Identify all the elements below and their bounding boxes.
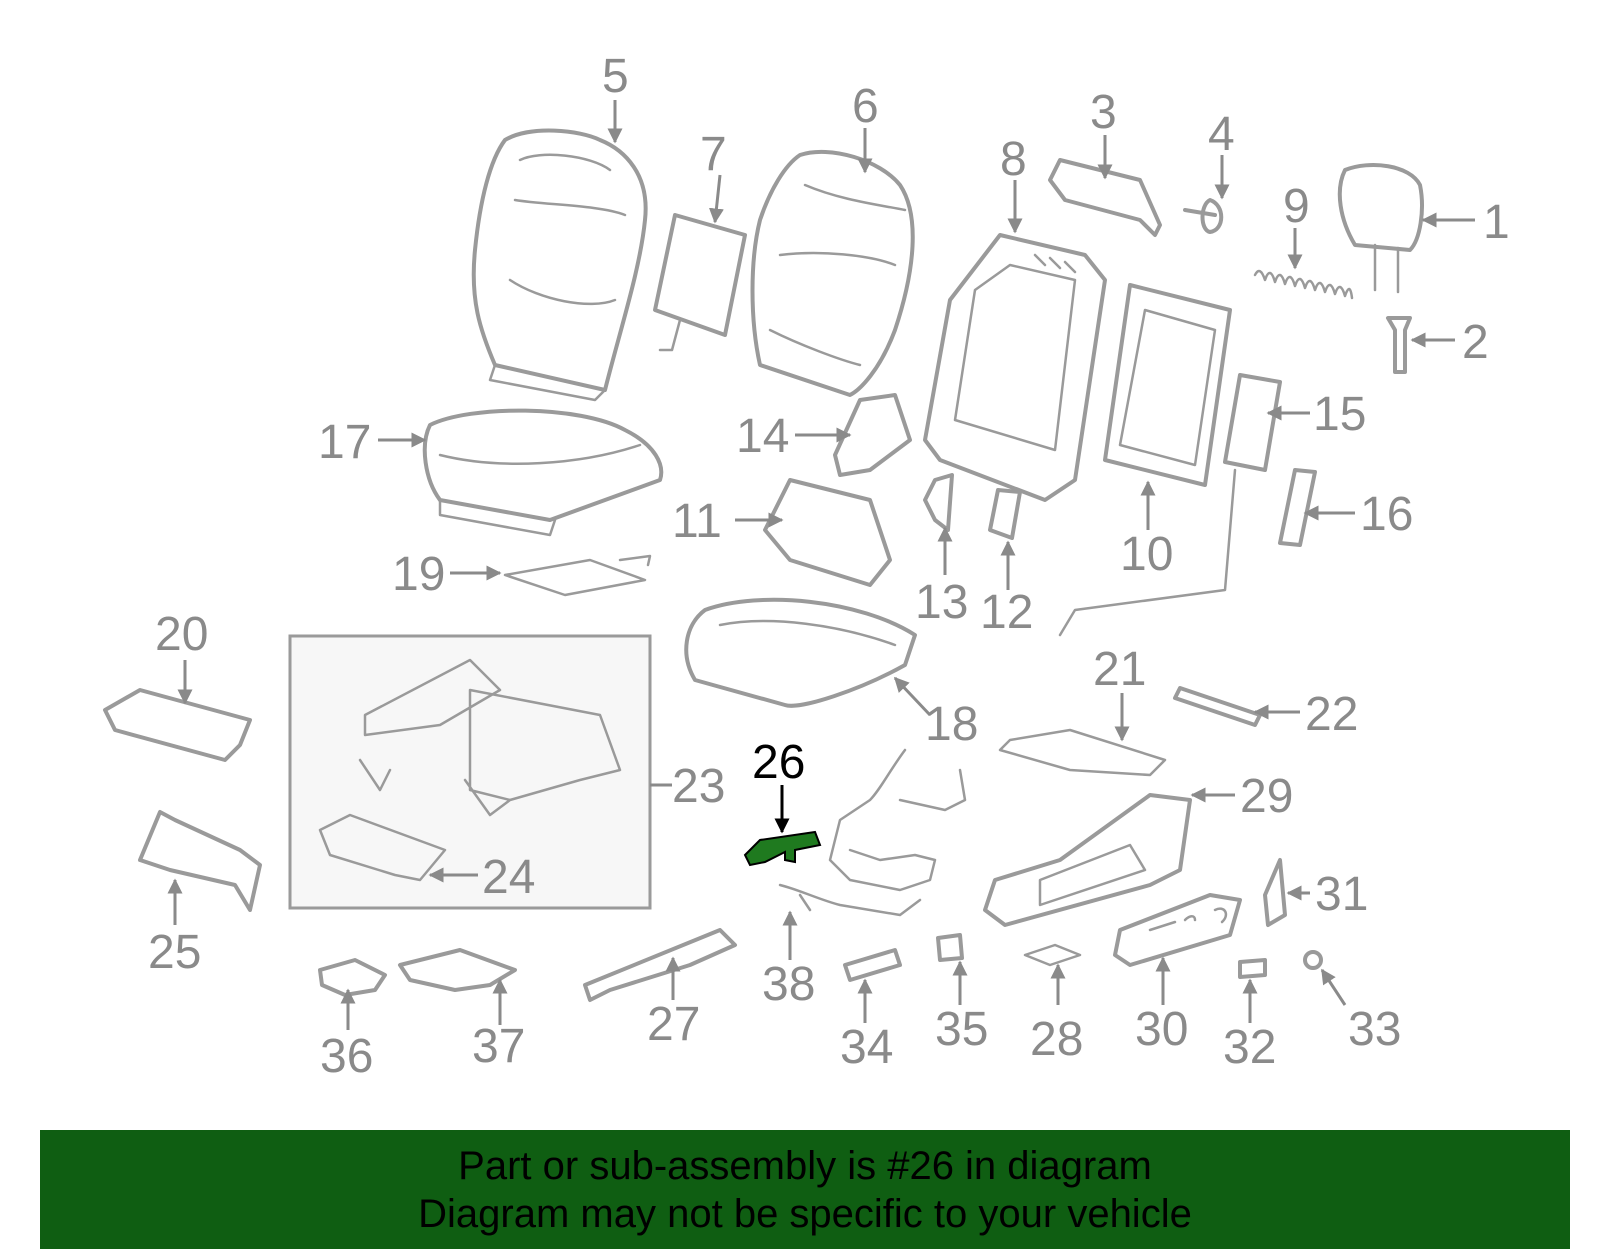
part-37-cover	[398, 948, 517, 992]
callout-25: 25	[148, 926, 201, 979]
part-1-headrest	[1337, 163, 1424, 294]
part-38-wiring	[778, 748, 967, 917]
part-18-cushion-pad	[684, 597, 917, 708]
part-9-spring	[1253, 269, 1354, 300]
callout-labels: 5 7 6 3 4 8 9 1 2 15 16 10 14 11 13 12 1…	[148, 50, 1510, 1083]
callout-32: 32	[1223, 1021, 1276, 1074]
part-21-panel	[998, 728, 1167, 777]
callout-18: 18	[925, 698, 978, 751]
callout-1: 1	[1483, 196, 1510, 249]
part-29-side-shield	[983, 793, 1192, 927]
callout-31: 31	[1315, 868, 1368, 921]
callout-30: 30	[1135, 1003, 1188, 1056]
callout-24: 24	[482, 851, 535, 904]
part-33-clip	[1303, 950, 1323, 970]
part-5-seatback-cover	[471, 128, 648, 402]
banner-line-1: Part or sub-assembly is #26 in diagram	[458, 1144, 1152, 1188]
callout-4: 4	[1208, 108, 1235, 161]
part-20-cover	[103, 688, 252, 762]
part-2-guide	[1386, 316, 1412, 374]
callout-8: 8	[1000, 133, 1027, 186]
callout-29: 29	[1240, 770, 1293, 823]
part-32-knob	[1238, 958, 1267, 979]
callout-35: 35	[935, 1003, 988, 1056]
callout-7: 7	[700, 128, 727, 181]
part-16-trim	[1278, 468, 1317, 547]
part-23-box	[288, 634, 652, 910]
part-4-pin	[1183, 198, 1224, 234]
callout-12: 12	[980, 586, 1033, 639]
part-27-trim	[583, 928, 737, 1002]
callout-6: 6	[852, 80, 879, 133]
callout-16: 16	[1360, 488, 1413, 541]
callout-20: 20	[155, 608, 208, 661]
callout-10: 10	[1120, 528, 1173, 581]
part-25-trim	[138, 810, 262, 912]
seat-parts-diagram: 5 7 6 3 4 8 9 1 2 15 16 10 14 11 13 12 1…	[103, 50, 1510, 1083]
part-35-clip	[936, 933, 964, 962]
callout-27: 27	[647, 998, 700, 1051]
callout-11: 11	[672, 495, 722, 548]
part-19-pad	[503, 554, 652, 597]
callout-36: 36	[320, 1030, 373, 1083]
part-7-panel	[653, 213, 747, 352]
part-10-back-panel	[1103, 283, 1232, 487]
callout-14: 14	[736, 410, 789, 463]
callout-34: 34	[840, 1021, 893, 1074]
part-26-highlighted	[743, 830, 822, 867]
part-15-module	[1058, 373, 1282, 637]
callout-37: 37	[472, 1020, 525, 1073]
leader-lines	[167, 100, 1475, 1030]
callout-19: 19	[392, 548, 445, 601]
part-8-seatback-frame	[923, 233, 1107, 502]
callout-21: 21	[1093, 643, 1146, 696]
part-12-cover	[988, 488, 1022, 540]
info-banner: Part or sub-assembly is #26 in diagram D…	[40, 1130, 1570, 1249]
part-17-cushion-cover	[422, 408, 664, 537]
part-28-pad	[1023, 943, 1082, 967]
part-31-trim	[1263, 858, 1287, 927]
part-14-bracket	[833, 393, 912, 477]
part-22-rod	[1173, 686, 1262, 727]
callout-26: 26	[752, 736, 805, 789]
callout-22: 22	[1305, 688, 1358, 741]
callout-33: 33	[1348, 1003, 1401, 1056]
callout-13: 13	[915, 576, 968, 629]
part-13-clip	[923, 473, 954, 532]
part-36-block	[318, 958, 387, 997]
callout-9: 9	[1283, 180, 1310, 233]
callout-28: 28	[1030, 1013, 1083, 1066]
callout-17: 17	[318, 416, 371, 469]
callout-15: 15	[1313, 388, 1366, 441]
callout-2: 2	[1462, 316, 1489, 369]
callout-23: 23	[672, 760, 725, 813]
part-3-bracket	[1048, 158, 1162, 237]
part-6-seatback-pad	[750, 149, 915, 397]
part-30-switch-panel	[1113, 893, 1242, 967]
banner-line-2: Diagram may not be specific to your vehi…	[418, 1192, 1192, 1236]
part-11-frame	[763, 478, 892, 587]
part-34-pad	[843, 948, 902, 982]
callout-38: 38	[762, 958, 815, 1011]
callout-3: 3	[1090, 86, 1117, 139]
callout-5: 5	[602, 50, 629, 103]
